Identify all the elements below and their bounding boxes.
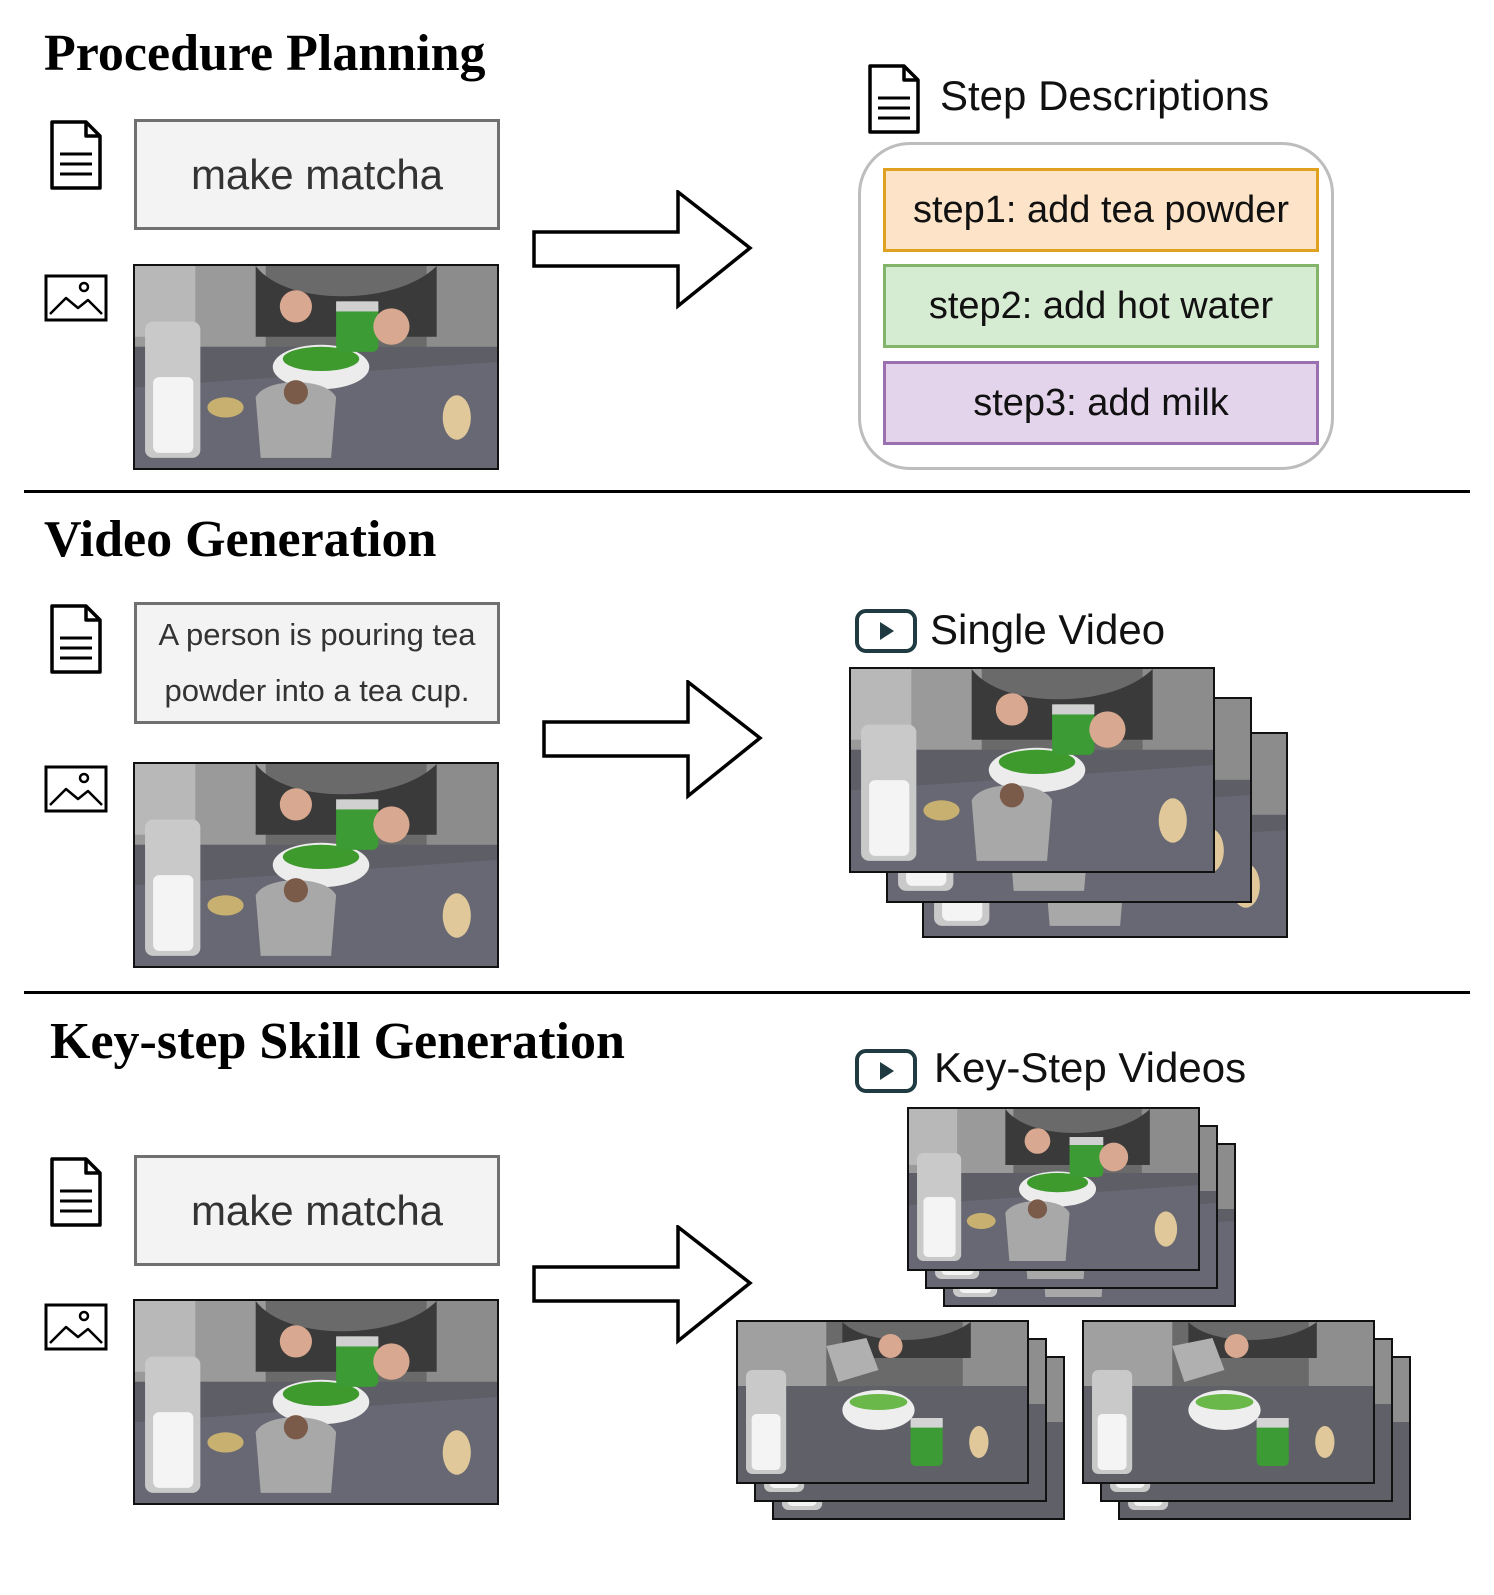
key-step-video-frame bbox=[1082, 1320, 1375, 1484]
document-icon bbox=[48, 1155, 104, 1229]
document-icon bbox=[866, 62, 922, 136]
section-divider-2 bbox=[24, 991, 1470, 994]
step-item-1: step1: add tea powder bbox=[883, 168, 1319, 252]
section-divider-1 bbox=[24, 490, 1470, 493]
key-step-video-frame bbox=[736, 1320, 1029, 1484]
section-title-procedure-planning: Procedure Planning bbox=[44, 25, 486, 82]
input-image bbox=[133, 762, 499, 968]
task-input-box: make matcha bbox=[134, 1155, 500, 1266]
right-arrow-icon bbox=[532, 1225, 754, 1345]
image-icon bbox=[44, 274, 108, 322]
input-image bbox=[133, 264, 499, 470]
single-video-label: Single Video bbox=[930, 606, 1166, 653]
document-icon bbox=[48, 118, 104, 192]
section-title-key-step-skill-generation: Key-step Skill Generation bbox=[50, 1013, 625, 1070]
step-item-2: step2: add hot water bbox=[883, 264, 1319, 348]
video-frame bbox=[849, 667, 1215, 873]
section-title-video-generation: Video Generation bbox=[44, 511, 437, 568]
caption-input-box: A person is pouring tea powder into a te… bbox=[134, 602, 500, 724]
task-input-box: make matcha bbox=[134, 119, 500, 230]
document-icon bbox=[48, 602, 104, 676]
right-arrow-icon bbox=[532, 190, 754, 310]
input-image bbox=[133, 1299, 499, 1505]
image-icon bbox=[44, 765, 108, 813]
image-icon bbox=[44, 1303, 108, 1351]
caption-line-1: A person is pouring tea bbox=[158, 617, 476, 652]
video-play-icon bbox=[854, 1048, 918, 1094]
key-step-videos-label: Key-Step Videos bbox=[934, 1044, 1247, 1091]
key-step-video-frame bbox=[907, 1107, 1200, 1271]
step-item-3: step3: add milk bbox=[883, 361, 1319, 445]
caption-line-2: powder into a tea cup. bbox=[164, 673, 470, 708]
step-descriptions-panel: step1: add tea powder step2: add hot wat… bbox=[858, 142, 1334, 470]
video-play-icon bbox=[854, 608, 918, 654]
step-descriptions-label: Step Descriptions bbox=[940, 72, 1270, 119]
right-arrow-icon bbox=[542, 680, 764, 800]
